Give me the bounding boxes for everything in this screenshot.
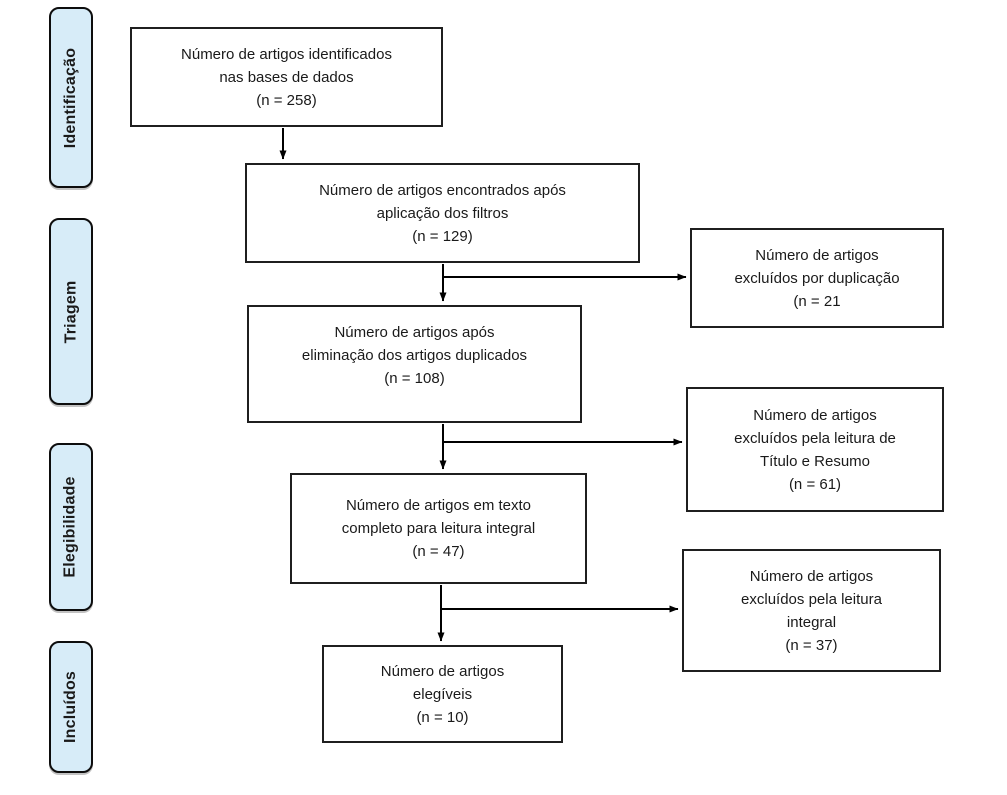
flow-box-excluded-duplicates: Número de artigos excluídos por duplicaç… bbox=[690, 228, 944, 328]
stage-identification: Identificação bbox=[49, 7, 93, 188]
stage-screening-label: Triagem bbox=[62, 280, 80, 343]
stage-included-label: Incluídos bbox=[62, 670, 79, 744]
flow-box-after-filters: Número de artigos encontrados após aplic… bbox=[245, 163, 640, 263]
flow-box-excluded-duplicates-text: Número de artigos excluídos por duplicaç… bbox=[734, 246, 900, 310]
stage-identification-label: Identificação bbox=[62, 47, 79, 148]
stage-screening: Triagem bbox=[49, 218, 93, 405]
flow-box-excluded-fulltext: Número de artigos excluídos pela leitura… bbox=[682, 549, 941, 672]
flow-box-excluded-fulltext-text: Número de artigos excluídos pela leitura… bbox=[741, 567, 882, 654]
stage-eligibility: Elegibilidade bbox=[49, 443, 93, 611]
flow-box-after-dedup: Número de artigos após eliminação dos ar… bbox=[247, 305, 582, 423]
flow-box-excluded-title-abstract-text: Número de artigos excluídos pela leitura… bbox=[734, 406, 896, 493]
flow-box-fulltext: Número de artigos em texto completo para… bbox=[290, 473, 587, 584]
flow-box-fulltext-text: Número de artigos em texto completo para… bbox=[341, 497, 536, 560]
flow-box-eligible-text: Número de artigos elegíveis (n = 10) bbox=[380, 662, 505, 726]
stage-eligibility-label: Elegibilidade bbox=[62, 476, 80, 578]
flow-box-after-dedup-text: Número de artigos após eliminação dos ar… bbox=[301, 323, 528, 387]
flow-box-excluded-title-abstract: Número de artigos excluídos pela leitura… bbox=[686, 387, 944, 512]
flow-box-eligible: Número de artigos elegíveis (n = 10) bbox=[322, 645, 563, 743]
flow-box-identified: Número de artigos identificados nas base… bbox=[130, 27, 443, 127]
flow-box-identified-text: Número de artigos identificados nas base… bbox=[181, 45, 392, 109]
flow-box-after-filters-text: Número de artigos encontrados após aplic… bbox=[319, 181, 566, 245]
stage-included: Incluídos bbox=[49, 641, 93, 773]
